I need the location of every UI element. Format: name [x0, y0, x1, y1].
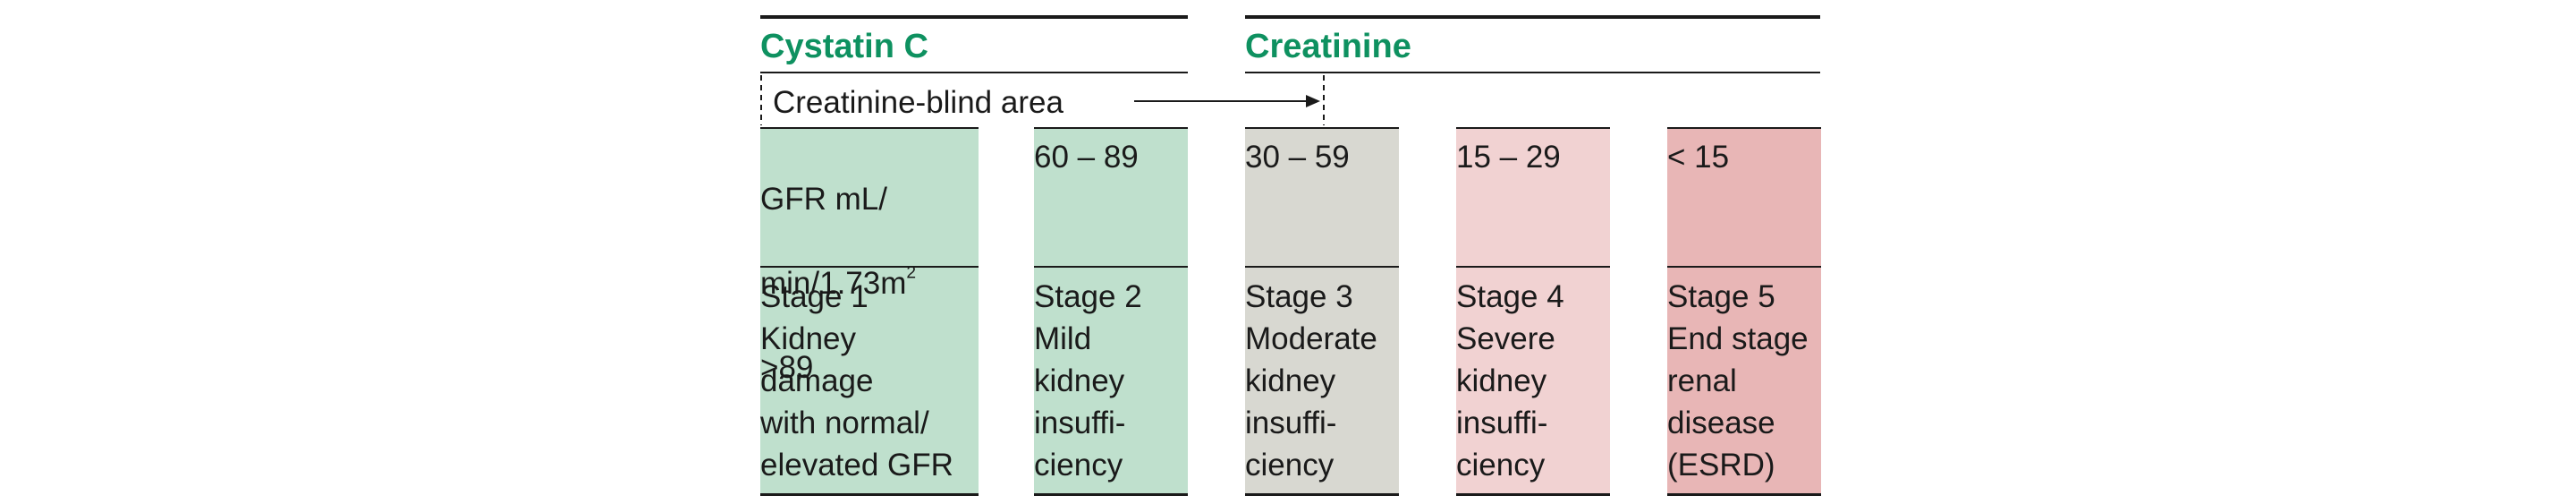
stage-4-gfr: 15 – 29 — [1456, 140, 1561, 175]
stage-3-label: Stage 3 — [1245, 279, 1353, 314]
stage-5-column: < 15 Stage 5 End stage renal disease (ES… — [1667, 127, 1821, 496]
stage-4-label: Stage 4 — [1456, 279, 1564, 314]
stage-4-column: 15 – 29 Stage 4 Severe kidney insuffi- c… — [1456, 127, 1610, 496]
stage-2-description: Mild kidney insuffi- ciency — [1034, 321, 1126, 483]
heading-rule-right — [1245, 72, 1820, 73]
stage-1-description: Kidney damage with normal/ elevated GFR — [760, 321, 953, 483]
top-rule-left — [760, 15, 1188, 19]
stage-1-column: GFR mL/ min/1.73m2 >89 Stage 1 Kidney da… — [760, 127, 979, 496]
stage-5-description: End stage renal disease (ESRD) — [1667, 321, 1809, 483]
stage-1-label: Stage 1 — [760, 279, 869, 314]
stage-3-column: 30 – 59 Stage 3 Moderate kidney insuffi-… — [1245, 127, 1399, 496]
heading-creatinine: Creatinine — [1245, 28, 1411, 65]
arrow-head-icon — [1306, 95, 1320, 107]
stage-5-label: Stage 5 — [1667, 279, 1775, 314]
heading-cystatin-c: Cystatin C — [760, 28, 928, 65]
stage-2-column: 60 – 89 Stage 2 Mild kidney insuffi- cie… — [1034, 127, 1188, 496]
stage-3-description: Moderate kidney insuffi- ciency — [1245, 321, 1377, 483]
stage-2-label: Stage 2 — [1034, 279, 1142, 314]
blind-area-label: Creatinine-blind area — [773, 85, 1063, 120]
stage-4-description: Severe kidney insuffi- ciency — [1456, 321, 1555, 483]
stage-5-gfr: < 15 — [1667, 140, 1730, 175]
stage-2-gfr: 60 – 89 — [1034, 140, 1139, 175]
stage-3-gfr: 30 – 59 — [1245, 140, 1350, 175]
top-rule-right — [1245, 15, 1820, 19]
heading-rule-left — [760, 72, 1188, 73]
stage-1-gfr: GFR mL/ min/1.73m2 >89 — [760, 182, 917, 385]
